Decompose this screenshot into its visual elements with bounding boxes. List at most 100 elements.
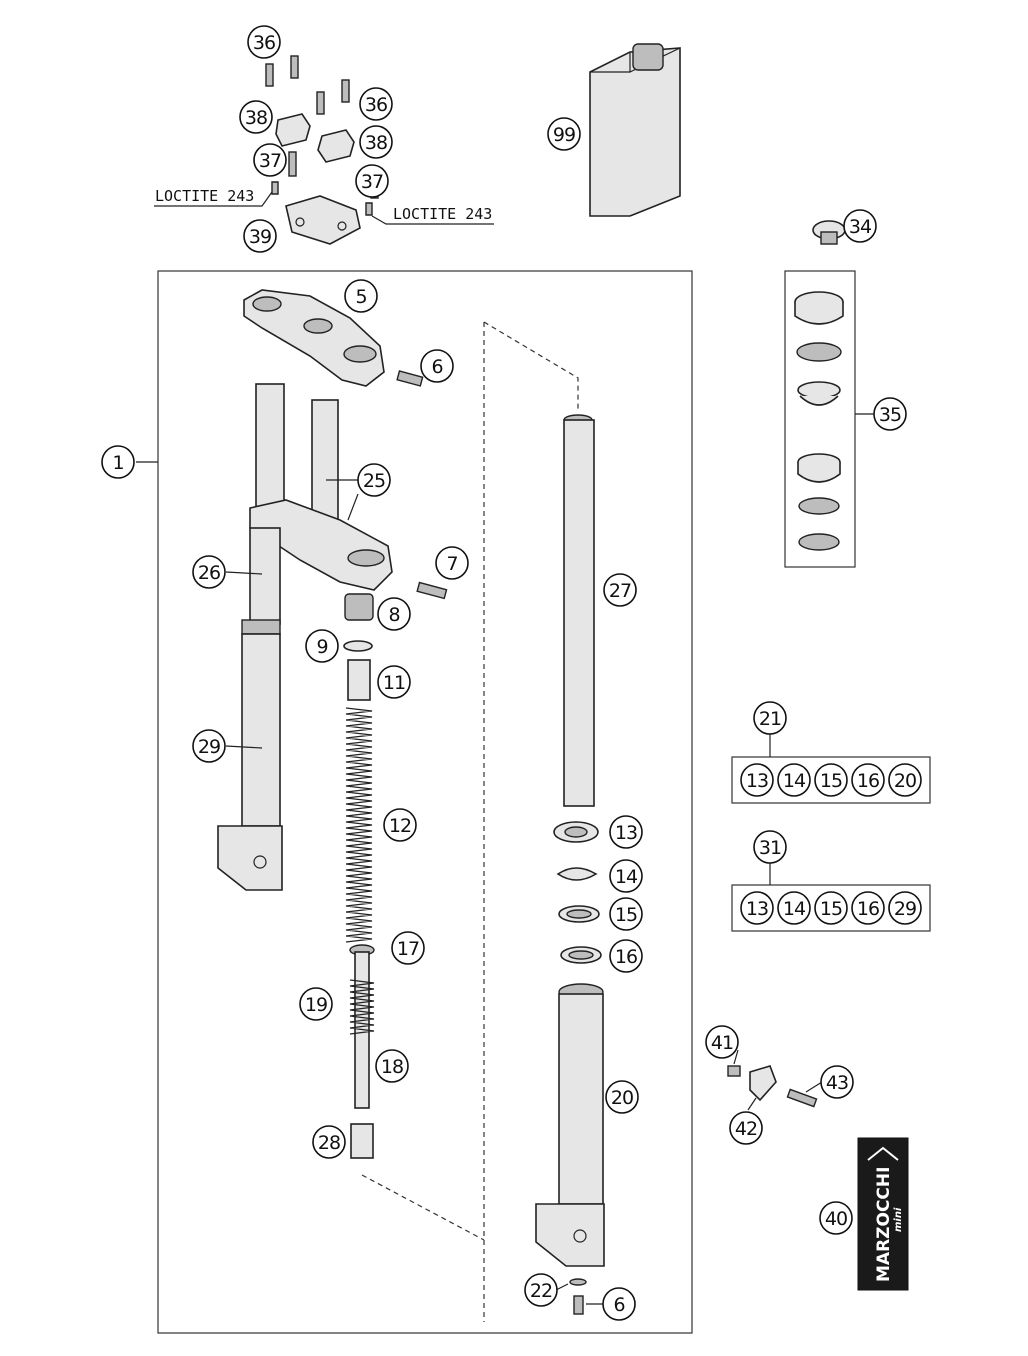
- callout-circle: [375, 1049, 409, 1083]
- lock-washers: [271, 181, 373, 216]
- callout-number: 13: [746, 898, 768, 920]
- callout-20: 20: [605, 1080, 639, 1114]
- callout-number: 36: [253, 32, 275, 54]
- fork-spring: [345, 707, 373, 943]
- callout-number: 20: [611, 1087, 633, 1109]
- callout-circle: [851, 891, 885, 925]
- callout-5: 5: [344, 279, 378, 313]
- callout-circle: [359, 87, 393, 121]
- callout-circle: [377, 665, 411, 699]
- callout-99: 99: [547, 117, 581, 151]
- callout-15: 15: [609, 897, 643, 931]
- leader-lines: [136, 461, 823, 1305]
- kit-item-20: 20: [888, 763, 922, 797]
- callout-number: 38: [365, 132, 387, 154]
- callout-circle: [344, 279, 378, 313]
- callout-number: 5: [355, 286, 366, 308]
- callout-circle: [435, 546, 469, 580]
- callout-circle: [609, 815, 643, 849]
- callout-number: 40: [825, 1208, 847, 1230]
- callout-circle: [740, 763, 774, 797]
- callout-41: 41: [705, 1025, 739, 1059]
- sticker-sub: mini: [893, 1207, 904, 1232]
- callout-circle: [602, 1287, 636, 1321]
- rebound-spring-coil: [349, 979, 375, 1035]
- callout-number: 29: [198, 736, 220, 758]
- callout-circle: [777, 763, 811, 797]
- callout-number: 27: [609, 580, 631, 602]
- kit-item-13: 13: [740, 891, 774, 925]
- callout-number: 43: [826, 1072, 848, 1094]
- callout-29: 29: [192, 729, 226, 763]
- pinch-bolt-top: [396, 370, 424, 387]
- callout-number: 39: [249, 226, 271, 248]
- callout-circle: [359, 125, 393, 159]
- callout-40: 40: [819, 1201, 853, 1235]
- callout-circle: [814, 763, 848, 797]
- callout-circle: [777, 891, 811, 925]
- callout-number: 28: [318, 1132, 340, 1154]
- callout-number: 21: [759, 708, 781, 730]
- loctite-label-right: LOCTITE 243: [393, 205, 492, 223]
- fork-seals: [553, 821, 602, 964]
- callout-circle: [192, 555, 226, 589]
- callout-35: 35: [873, 397, 907, 431]
- callout-36b: 36: [359, 87, 393, 121]
- callout-number: 13: [615, 822, 637, 844]
- callout-number: 15: [615, 904, 637, 926]
- callout-number: 11: [383, 672, 405, 694]
- left-fork-leg: [217, 383, 393, 891]
- callout-36a: 36: [247, 25, 281, 59]
- callout-7: 7: [435, 546, 469, 580]
- callout-circle: [740, 891, 774, 925]
- kit-item-15: 15: [814, 763, 848, 797]
- callout-number: 42: [735, 1118, 757, 1140]
- callout-number: 34: [849, 216, 872, 238]
- callout-43: 43: [820, 1065, 854, 1099]
- callout-number: 14: [615, 866, 638, 888]
- callout-25: 25: [357, 463, 391, 497]
- callout-38b: 38: [359, 125, 393, 159]
- callout-28: 28: [312, 1125, 346, 1159]
- callout-27: 27: [603, 573, 637, 607]
- callout-number: 13: [746, 770, 768, 792]
- right-inner-tube: [563, 414, 595, 807]
- callout-number: 37: [259, 150, 281, 172]
- callout-12: 12: [383, 808, 417, 842]
- callout-circle: [355, 164, 389, 198]
- callout-circle: [729, 1111, 763, 1145]
- steering-bearing-frame: [784, 270, 856, 568]
- callout-circle: [814, 891, 848, 925]
- callout-circle: [609, 859, 643, 893]
- callout-number: 38: [245, 107, 267, 129]
- kit-item-13: 13: [740, 763, 774, 797]
- callout-number: 31: [759, 837, 781, 859]
- callout-number: 35: [879, 404, 901, 426]
- assembly-line-top: [483, 321, 579, 412]
- pinch-bolt-bottom: [416, 581, 448, 600]
- callout-6a: 6: [420, 349, 454, 383]
- callout-circle: [391, 931, 425, 965]
- callout-9: 9: [305, 629, 339, 663]
- callout-number: 41: [711, 1032, 733, 1054]
- callout-31: 31: [753, 830, 787, 864]
- callout-22: 22: [524, 1273, 558, 1307]
- fork-cap: [344, 593, 374, 621]
- kit-item-15: 15: [814, 891, 848, 925]
- callout-number: 36: [365, 94, 387, 116]
- callout-number: 29: [894, 898, 916, 920]
- bottoming-cone: [350, 1123, 374, 1159]
- spacer-tube: [347, 659, 371, 701]
- callout-circle: [192, 729, 226, 763]
- kit-item-29: 29: [888, 891, 922, 925]
- callout-38a: 38: [239, 100, 273, 134]
- callout-number: 15: [820, 898, 842, 920]
- callout-26: 26: [192, 555, 226, 589]
- kit-item-14: 14: [777, 891, 811, 925]
- callout-19: 19: [299, 987, 333, 1021]
- callout-circle: [524, 1273, 558, 1307]
